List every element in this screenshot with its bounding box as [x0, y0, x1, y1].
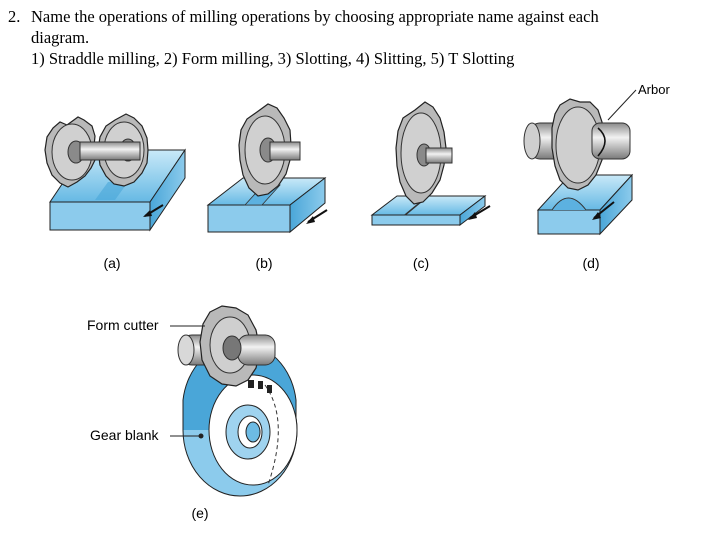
question-line-1: 2. Name the operations of milling operat… — [8, 6, 708, 27]
arbor-a — [79, 141, 141, 161]
arbor-leader-line — [607, 89, 637, 121]
workpiece-c-front — [371, 214, 461, 226]
workpiece-d-front — [537, 209, 601, 235]
caption-a: (a) — [103, 255, 121, 271]
form-cutter — [177, 305, 276, 387]
caption-e: (e) — [191, 505, 209, 521]
diagram-b — [206, 103, 328, 234]
arbor-c — [425, 147, 453, 164]
question-text: Name the operations of milling operation… — [31, 7, 599, 26]
diagram-d — [523, 89, 637, 236]
options-text: 1) Straddle milling, 2) Form milling, 3)… — [31, 49, 515, 68]
label-gear-blank: Gear blank — [90, 427, 159, 443]
workpiece-a-side — [149, 148, 186, 232]
cutter-b — [238, 103, 292, 197]
label-form-cutter: Form cutter — [87, 317, 159, 333]
workpiece-b-side — [289, 176, 326, 234]
caption-d: (d) — [582, 255, 600, 271]
workpiece-a-front — [49, 201, 151, 231]
caption-b: (b) — [255, 255, 273, 271]
arbor-b — [269, 141, 301, 161]
question-number: 2. — [8, 7, 21, 26]
question-options: 1) Straddle milling, 2) Form milling, 3)… — [8, 48, 708, 69]
question-text-continued: diagram. — [31, 28, 90, 47]
workpiece-b-front — [207, 204, 291, 233]
caption-c: (c) — [412, 255, 430, 271]
diagram-a — [44, 113, 186, 232]
diagram-e — [170, 305, 298, 497]
question-line-2: diagram. — [8, 27, 708, 48]
diagram-c — [370, 101, 491, 227]
cutter-c — [395, 101, 447, 205]
label-arbor: Arbor — [638, 82, 670, 97]
question-block: 2. Name the operations of milling operat… — [8, 6, 708, 69]
